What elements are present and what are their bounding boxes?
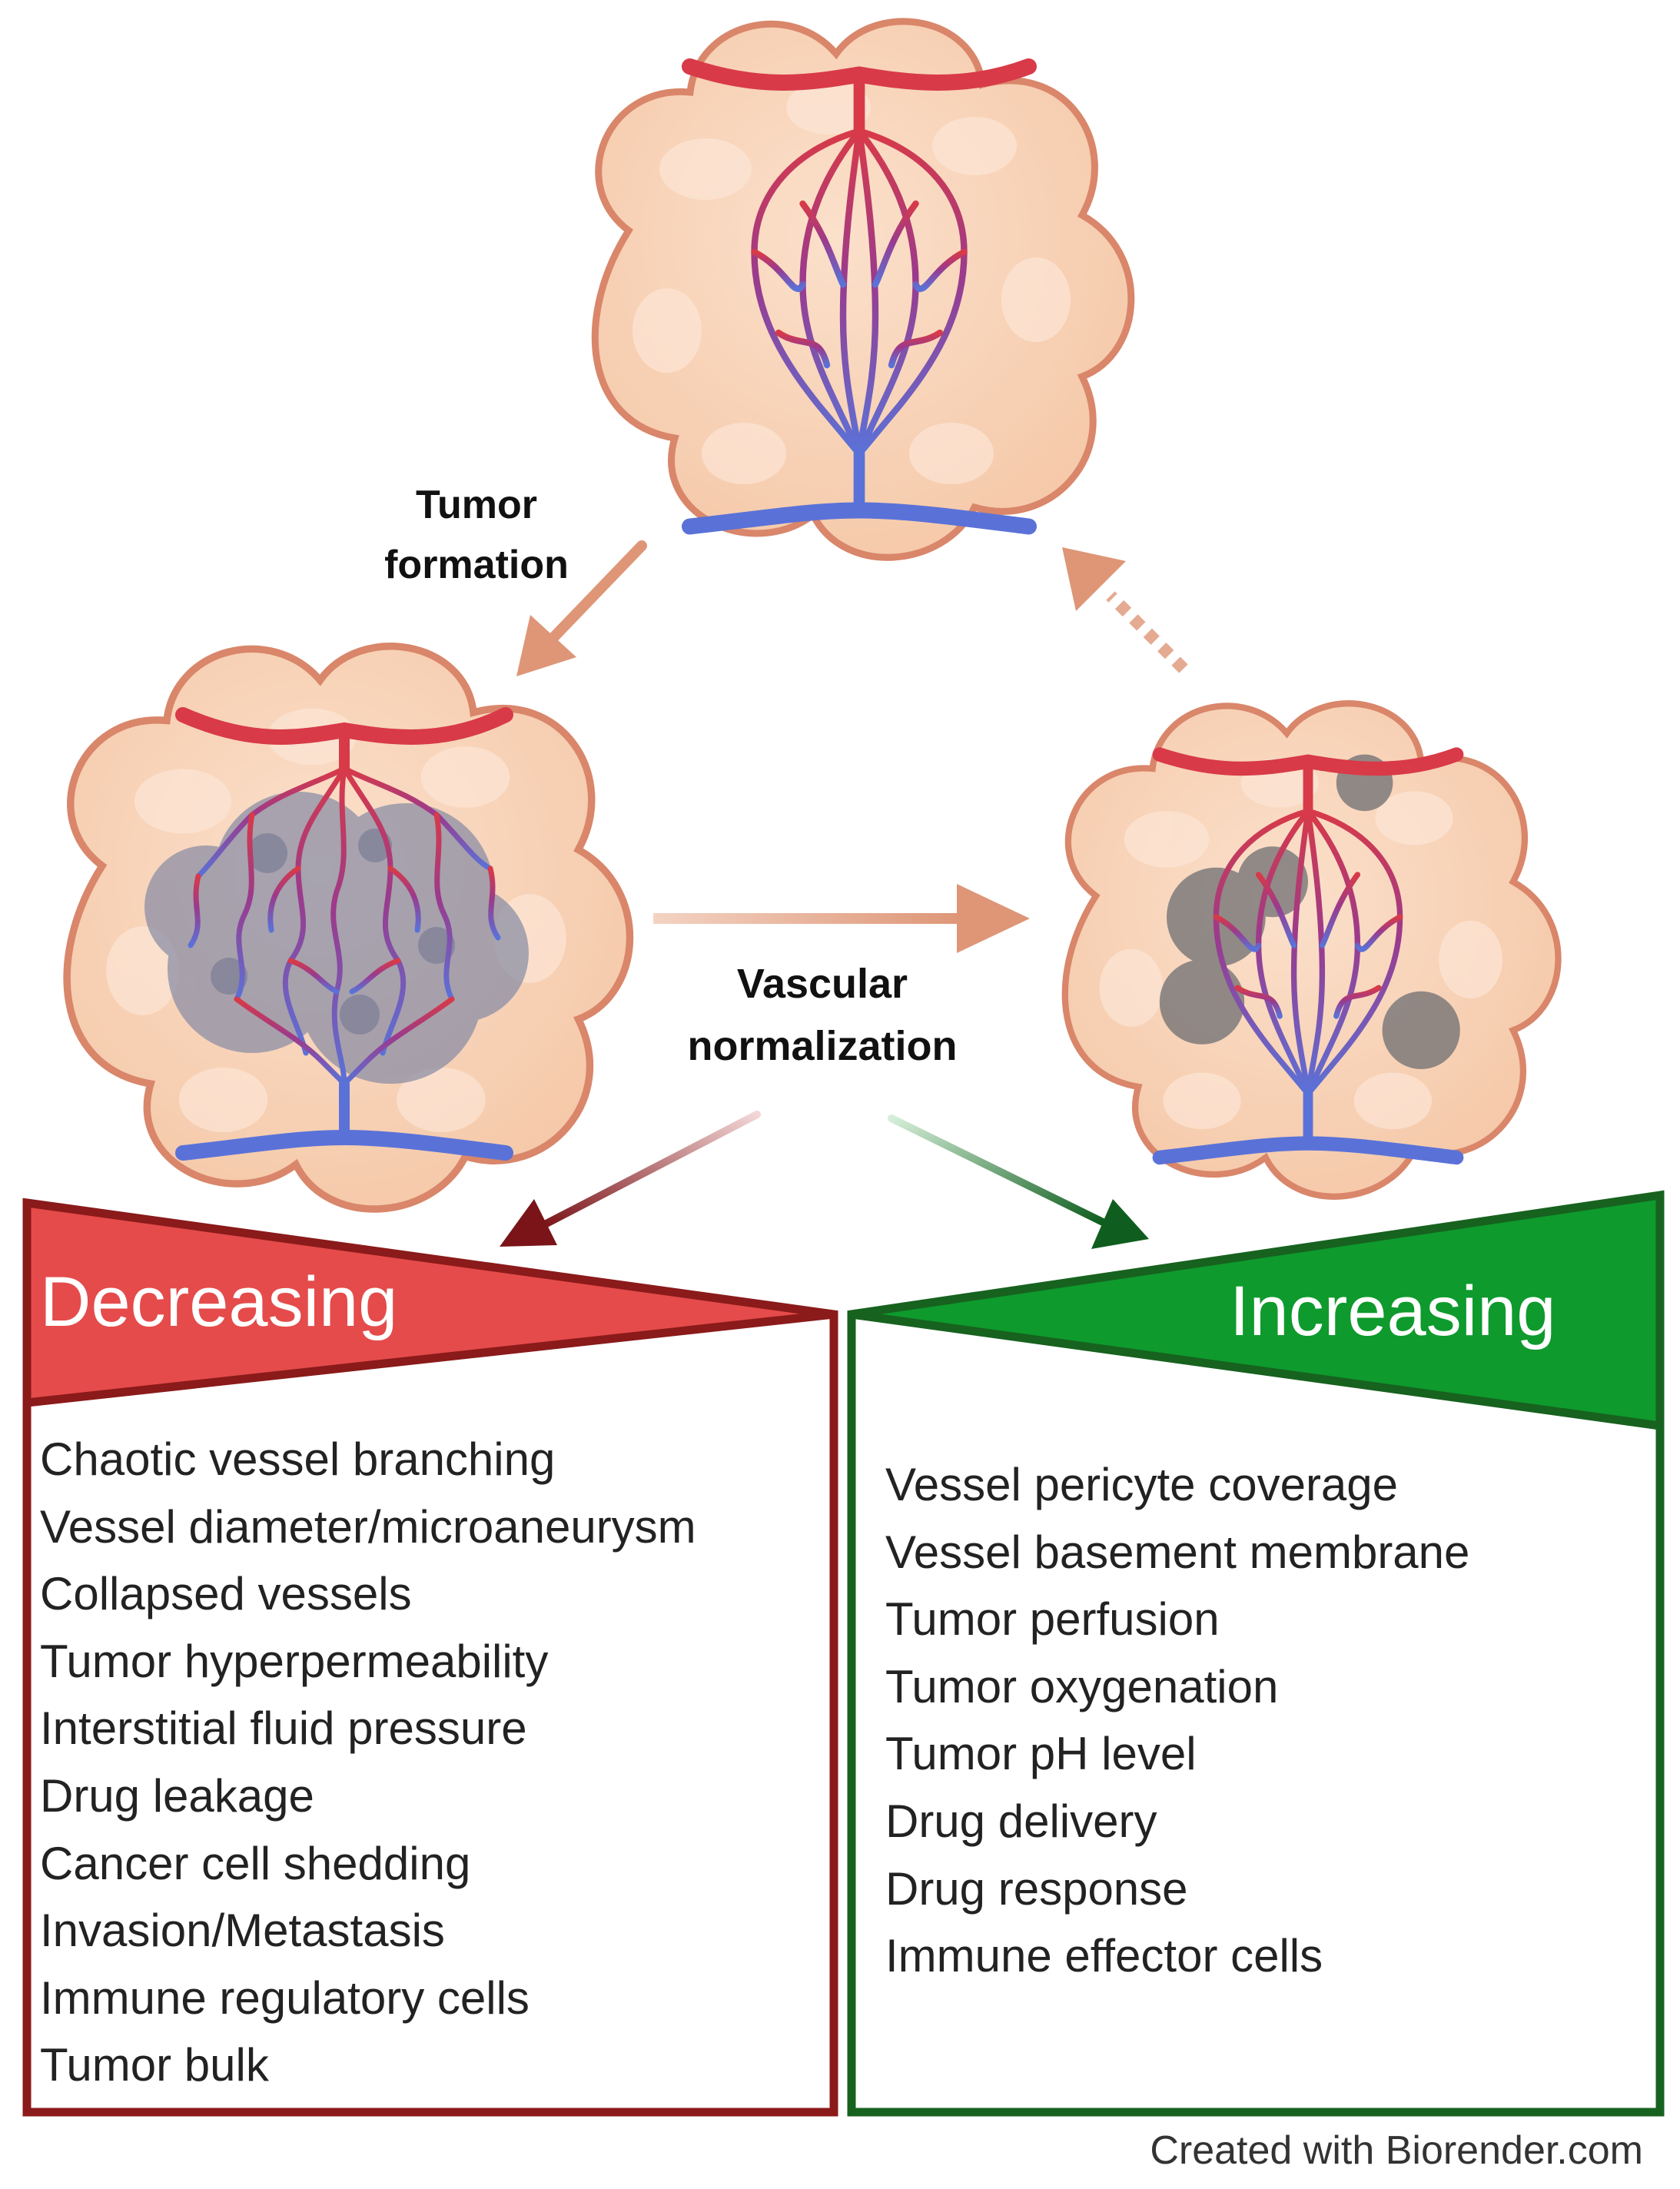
normalized-tumor-illustration (1065, 703, 1559, 1197)
list-item: Invasion/Metastasis (40, 1905, 445, 1957)
decreasing-panel (22, 1197, 838, 2117)
decreasing-title: Decreasing (40, 1263, 398, 1341)
increasing-border (847, 1190, 1665, 2117)
list-item: Tumor pH level (885, 1728, 1197, 1780)
normalization-arrow (653, 884, 1030, 953)
decreasing-arrow (500, 1111, 761, 1247)
list-item: Tumor bulk (40, 2039, 269, 2091)
list-item: Drug response (885, 1862, 1188, 1915)
normal-tissue-illustration (595, 22, 1131, 557)
return-dashed-arrow (1062, 547, 1188, 673)
list-item: Immune regulatory cells (40, 1971, 530, 2024)
decreasing-list: Chaotic vessel branching Vessel diameter… (40, 1426, 696, 2099)
list-item: Tumor hyperpermeability (40, 1635, 549, 1687)
credit-text: Created with Biorender.com (1150, 2128, 1643, 2173)
list-item: Immune effector cells (885, 1930, 1323, 1982)
decreasing-border (22, 1197, 838, 2117)
increasing-arrow (888, 1114, 1149, 1249)
increasing-panel (847, 1190, 1665, 2117)
list-item: Chaotic vessel branching (40, 1433, 556, 1485)
tumor-formation-label: Tumor formation (384, 483, 569, 587)
list-item: Vessel basement membrane (885, 1526, 1470, 1578)
list-item: Tumor oxygenation (885, 1660, 1279, 1712)
decreasing-wedge (27, 1203, 834, 1403)
increasing-title: Increasing (1230, 1272, 1556, 1350)
list-item: Interstitial fluid pressure (40, 1702, 527, 1755)
list-item: Cancer cell shedding (40, 1837, 471, 1889)
list-item: Drug leakage (40, 1769, 314, 1822)
vascular-normalization-label: Vascular normalization (687, 961, 958, 1069)
tumor-formation-arrow (516, 540, 647, 676)
list-item: Collapsed vessels (40, 1568, 412, 1620)
tumor-tissue-illustration (67, 646, 629, 1209)
list-item: Tumor perfusion (885, 1593, 1220, 1646)
increasing-list: Vessel pericyte coverage Vessel basement… (885, 1451, 1469, 1990)
list-item: Vessel diameter/microaneurysm (40, 1500, 696, 1553)
list-item: Vessel pericyte coverage (885, 1459, 1399, 1510)
list-item: Drug delivery (885, 1795, 1157, 1847)
increasing-wedge (852, 1195, 1660, 1426)
